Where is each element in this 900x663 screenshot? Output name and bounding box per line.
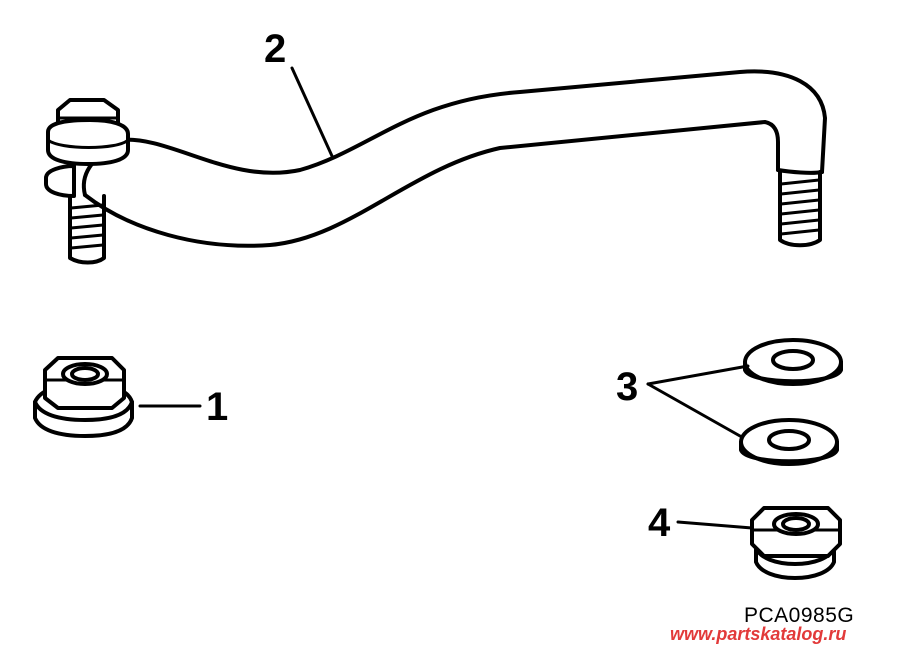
callout-2: 2 xyxy=(264,27,286,71)
leader-2 xyxy=(290,66,334,158)
figure-code: PCA0985G xyxy=(744,604,855,627)
callout-1: 1 xyxy=(206,385,228,429)
leader-3b xyxy=(646,382,742,438)
flange-nut-4 xyxy=(750,506,842,580)
washer-lower xyxy=(739,418,839,466)
callout-3: 3 xyxy=(616,365,638,409)
link-rod xyxy=(44,69,827,265)
leader-4 xyxy=(676,520,754,530)
leader-lines xyxy=(138,66,754,530)
flange-nut-1 xyxy=(33,356,134,438)
washer-upper xyxy=(743,338,843,386)
callout-4: 4 xyxy=(648,501,671,545)
leader-3a xyxy=(646,364,750,386)
watermark: www.partskatalog.ru xyxy=(670,624,847,644)
